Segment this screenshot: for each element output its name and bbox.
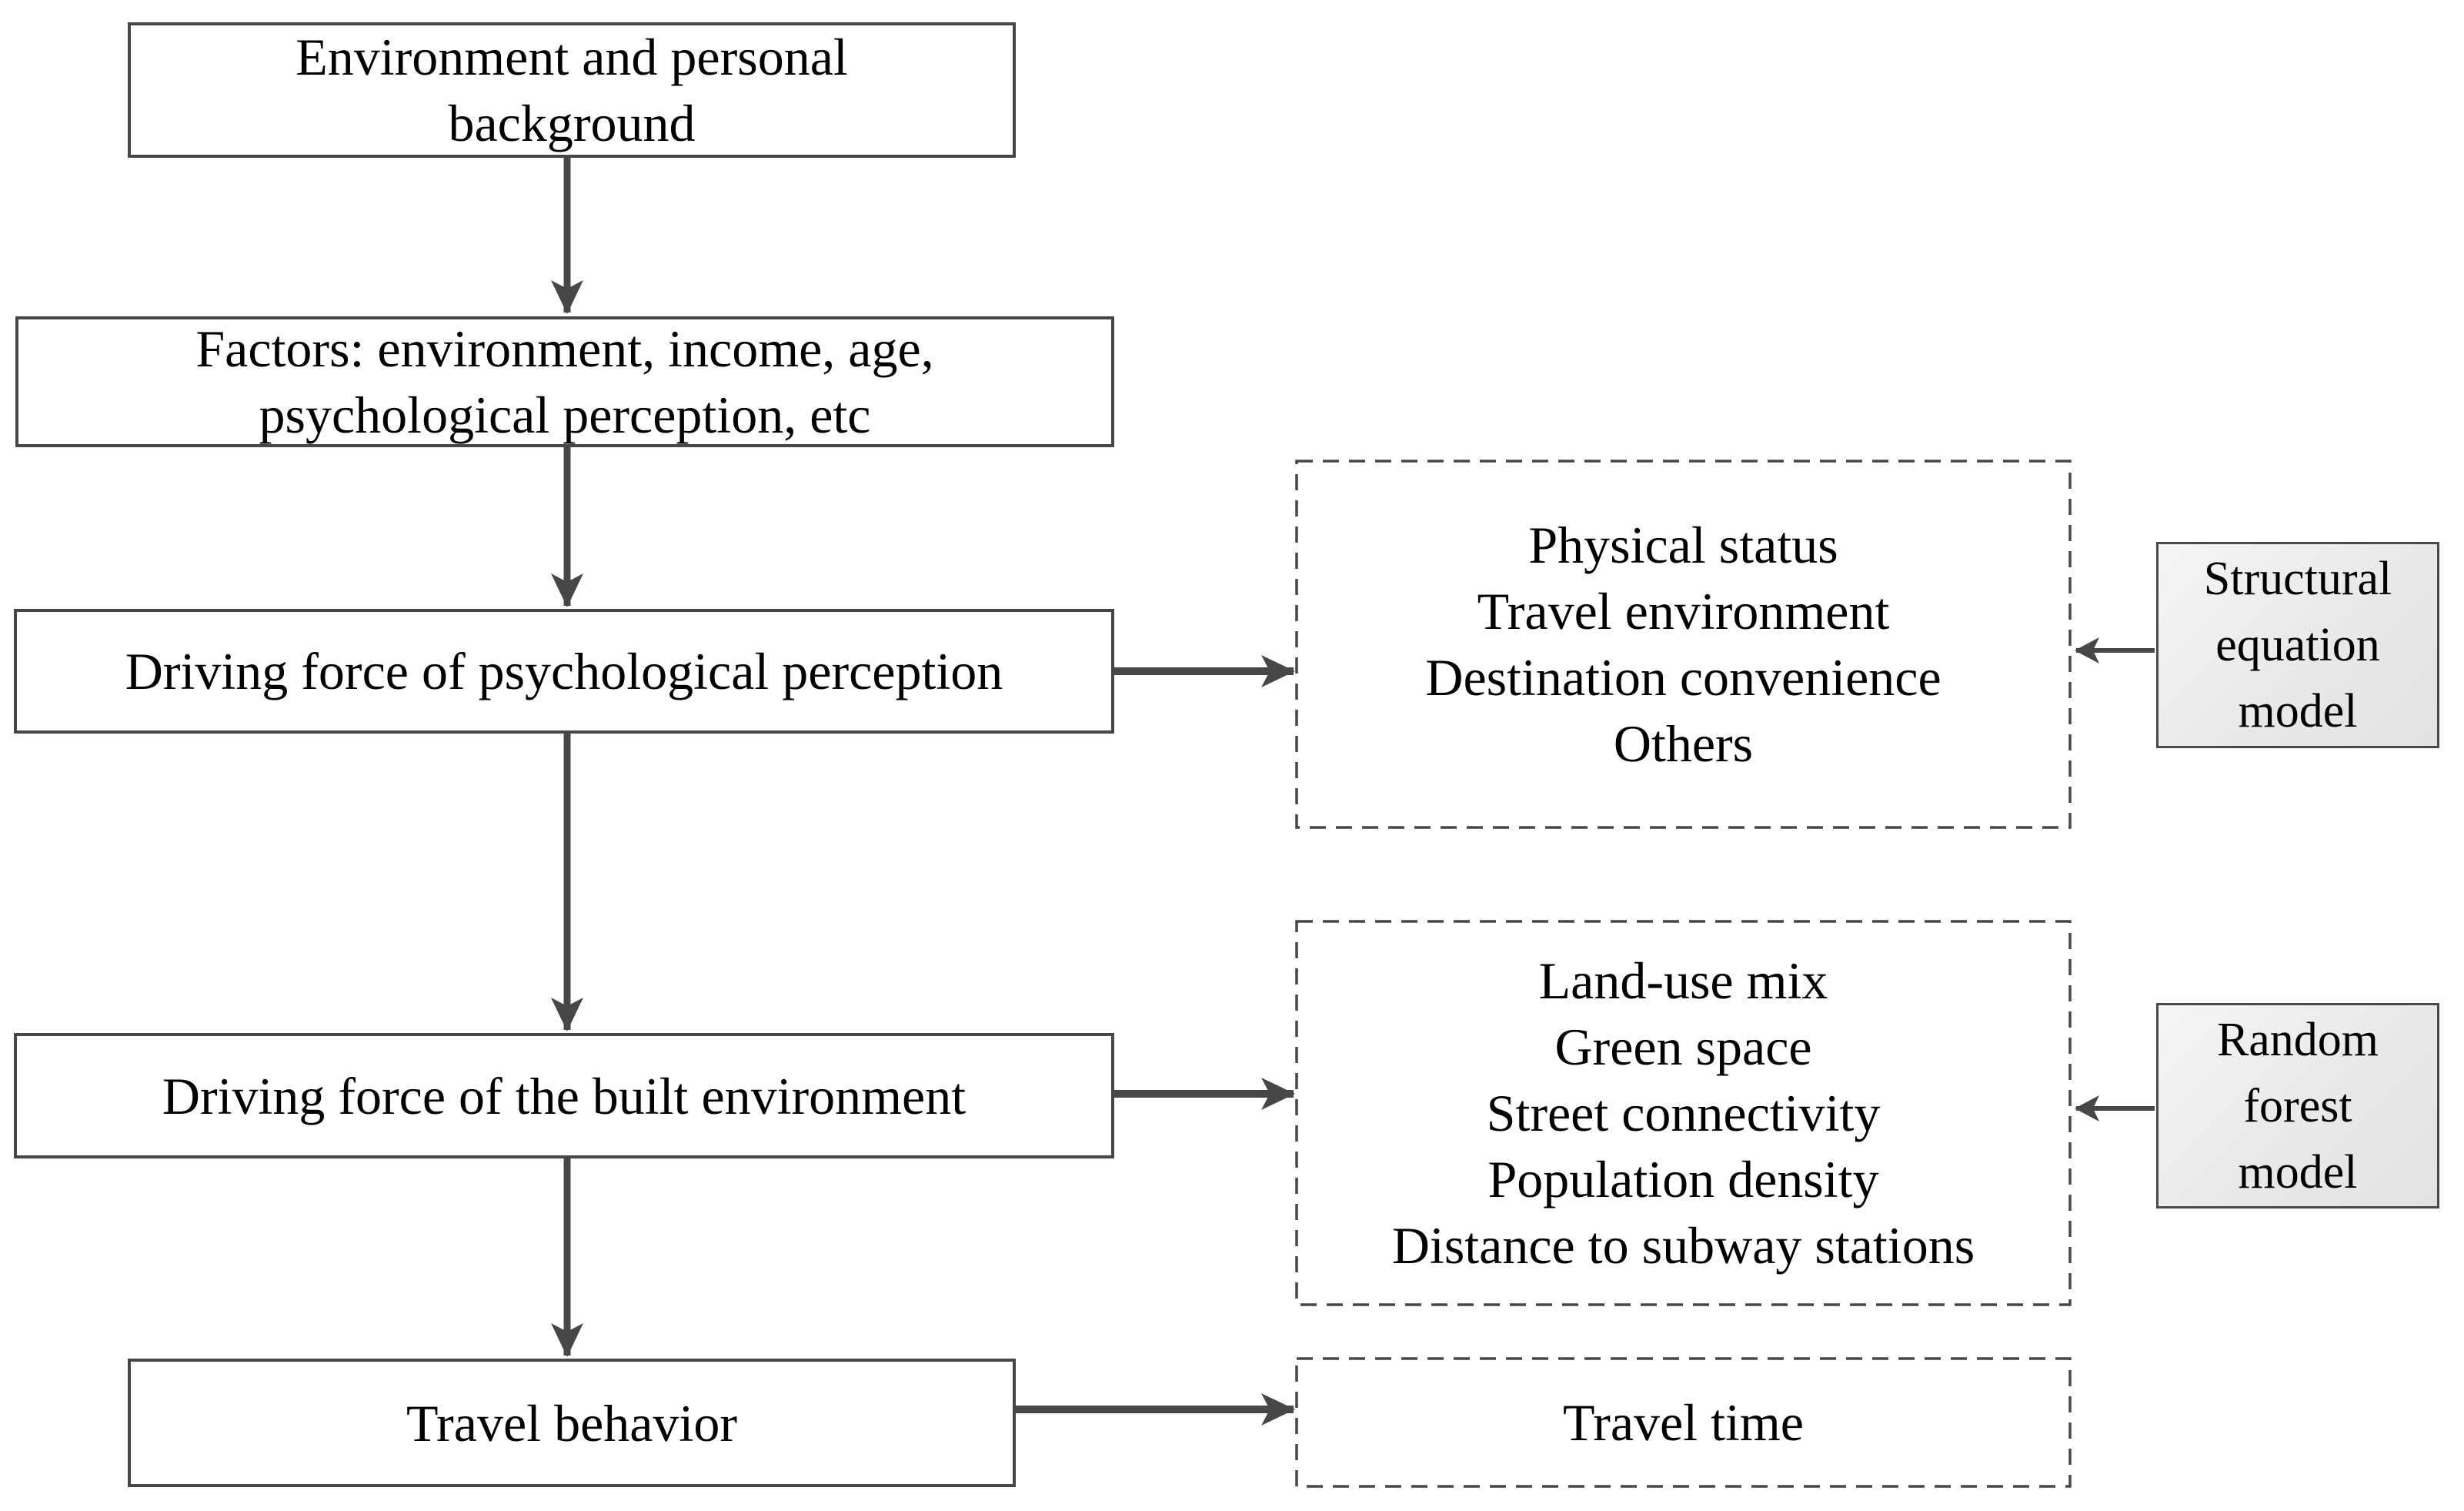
sem-label-line2: equation <box>2215 619 2380 671</box>
box-psychological-perception-line1: Driving force of psychological perceptio… <box>125 642 1003 700</box>
rf-label-line1: Random <box>2216 1013 2379 1066</box>
box-built-environment: Driving force of the built environment <box>14 1033 1114 1158</box>
dashed-box-psych-factors <box>1295 460 2072 829</box>
psych-factor-item: Destination convenience <box>1425 648 1941 707</box>
box-travel-behavior-line1: Travel behavior <box>406 1393 737 1452</box>
built-factor-item: Distance to subway stations <box>1391 1216 1975 1275</box>
psych-factor-item: Travel environment <box>1477 582 1890 640</box>
sem-label-line3: model <box>2238 685 2358 737</box>
box-factors: Factors: environment, income, age, psych… <box>15 316 1114 447</box>
list-built-factors: Land-use mix Green space Street connecti… <box>1297 921 2070 1305</box>
travel-time-label: Travel time <box>1563 1393 1804 1452</box>
rf-label-line2: forest <box>2243 1079 2352 1132</box>
built-factor-item: Street connectivity <box>1486 1084 1881 1142</box>
box-environment-background: Environment and personal background <box>128 22 1016 158</box>
box-built-environment-line1: Driving force of the built environment <box>162 1066 967 1125</box>
built-factor-item: Green space <box>1554 1018 1812 1076</box>
psych-factor-item: Physical status <box>1528 516 1838 574</box>
list-psych-factors: Physical status Travel environment Desti… <box>1297 461 2070 827</box>
box-travel-behavior: Travel behavior <box>128 1359 1016 1487</box>
box-structural-equation-model: Structural equation model <box>2156 542 2439 748</box>
box-environment-background-line1: Environment and personal <box>295 28 848 86</box>
sem-label-line1: Structural <box>2203 553 2392 605</box>
box-environment-background-line2: background <box>448 94 696 152</box>
built-factor-item: Land-use mix <box>1538 951 1828 1010</box>
box-psychological-perception: Driving force of psychological perceptio… <box>14 609 1114 734</box>
dashed-box-travel-output <box>1295 1357 2072 1488</box>
dashed-box-built-factors <box>1295 920 2072 1306</box>
box-factors-line2: psychological perception, etc <box>259 386 871 444</box>
box-random-forest-model: Random forest model <box>2156 1003 2439 1208</box>
box-factors-line1: Factors: environment, income, age, <box>195 319 934 378</box>
built-factor-item: Population density <box>1487 1150 1879 1208</box>
rf-label-line3: model <box>2238 1145 2358 1198</box>
psych-factor-item: Others <box>1613 714 1754 773</box>
box-travel-time: Travel time <box>1297 1359 2070 1486</box>
